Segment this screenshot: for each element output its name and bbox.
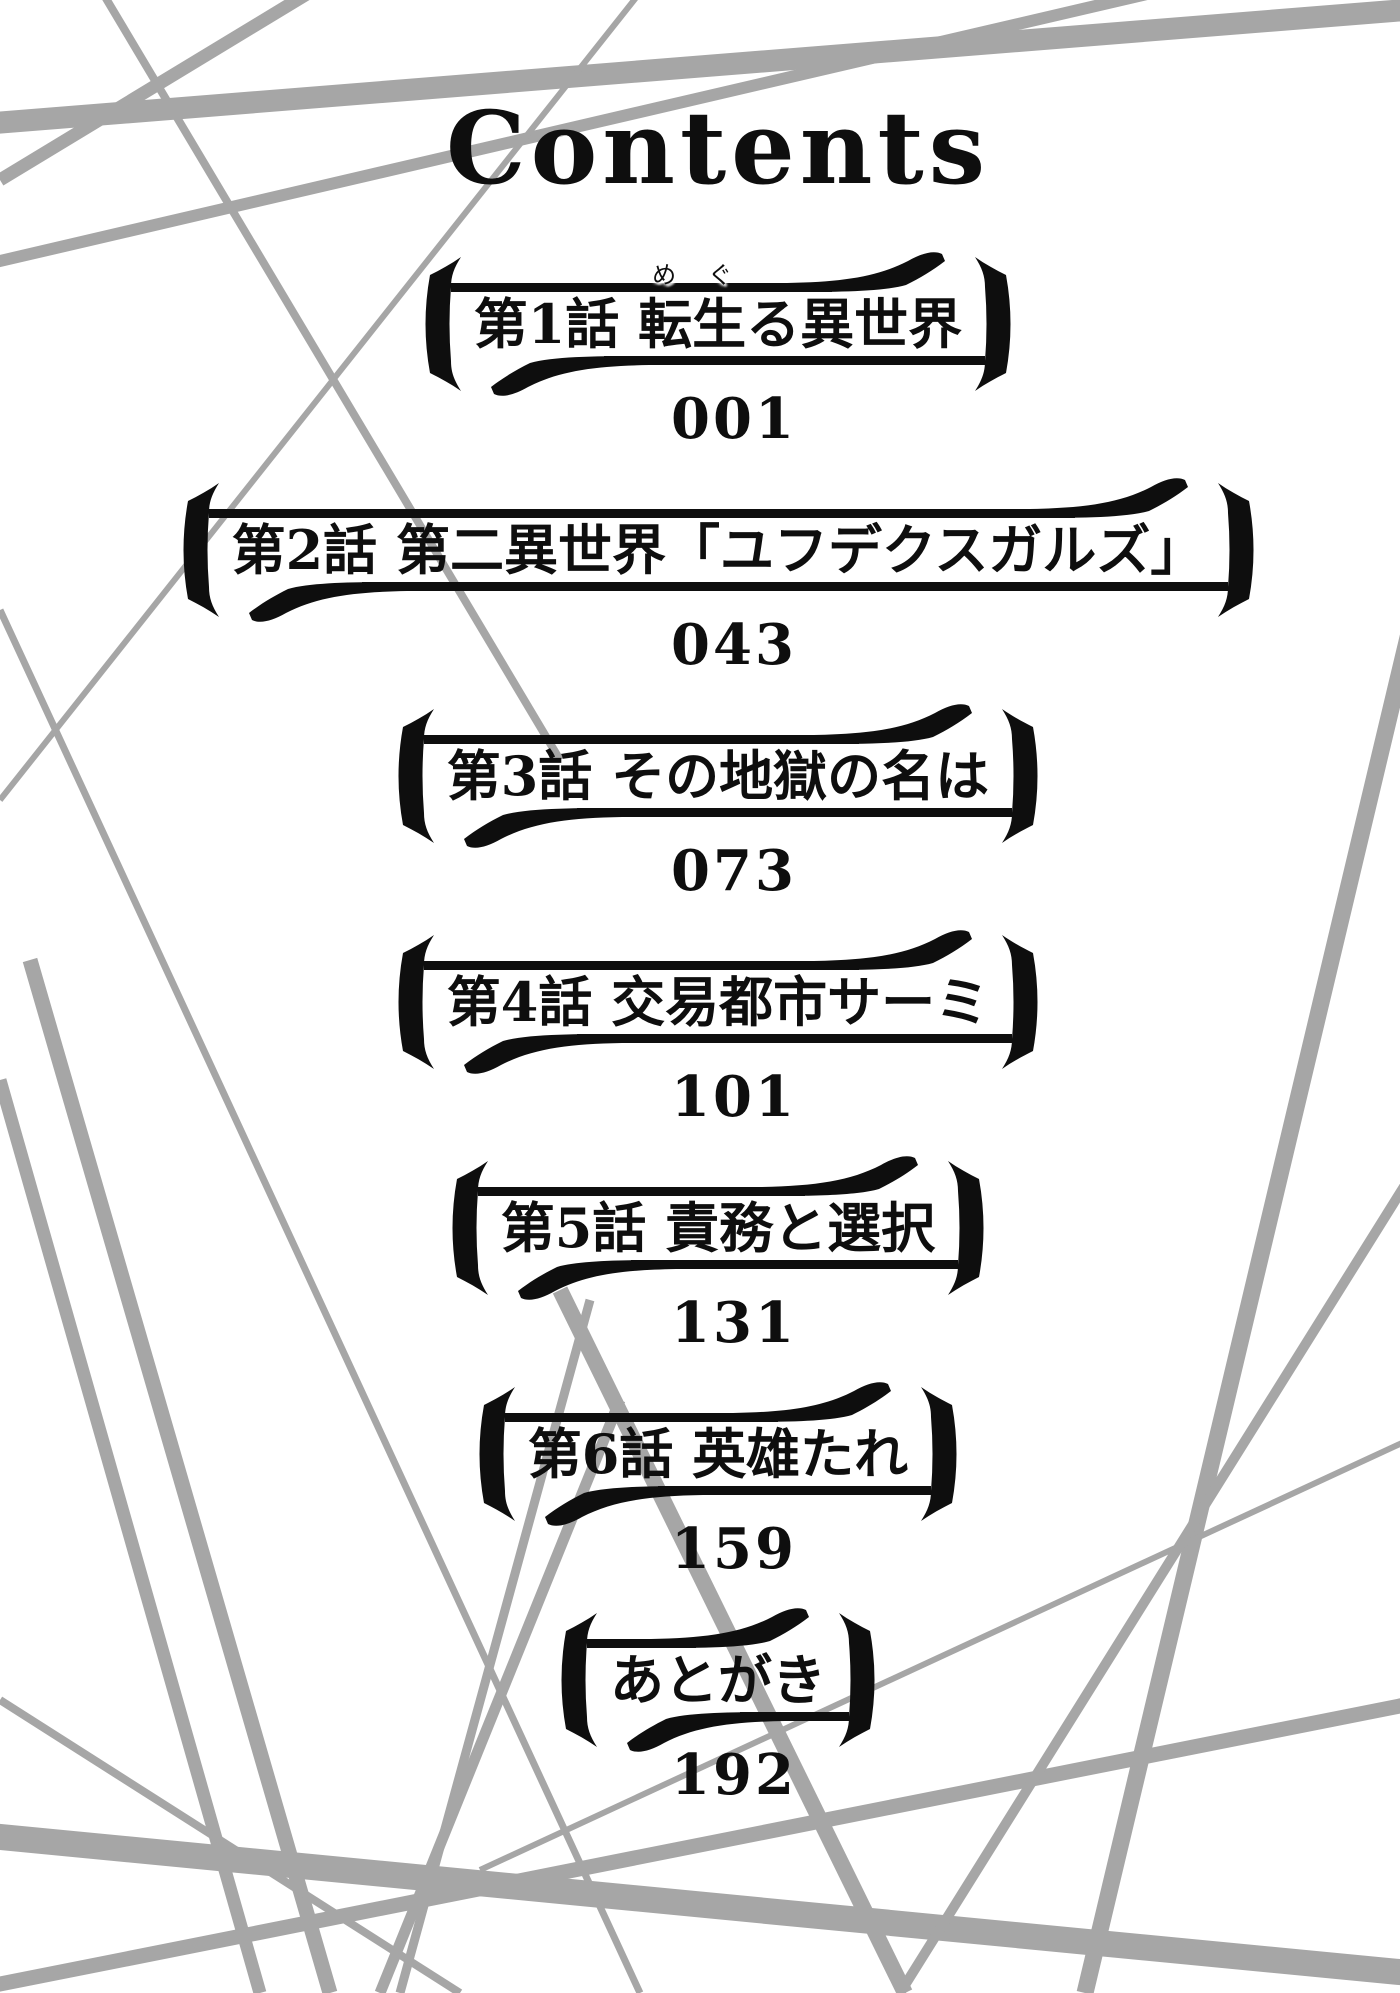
toc-list: 第1話 転生めぐる異世界 001 第2話 第二異世界「ユフデクスガルズ」 043… [182, 252, 1255, 1843]
top-bar-flourish [786, 252, 945, 292]
chapter-title: 第5話 責務と選択 [500, 1196, 936, 1260]
chapter-title-prefix: 第1話 [473, 292, 639, 356]
left-bracket-ornament [398, 935, 434, 1069]
left-bracket-ornament [452, 1161, 488, 1295]
chapter-frame[interactable]: 第6話 英雄たれ [478, 1382, 958, 1526]
toc-entry: 第3話 その地獄の名は 073 [397, 704, 1039, 904]
top-bar-flourish [759, 1156, 918, 1196]
bottom-bar-flourish [248, 582, 407, 622]
top-bar-flourish [1029, 478, 1188, 518]
top-bar-flourish [813, 704, 972, 744]
chapter-frame[interactable]: 第3話 その地獄の名は [397, 704, 1039, 848]
toc-entry: 第5話 責務と選択 131 [451, 1156, 985, 1356]
page-title: Contents [445, 89, 990, 207]
chapter-page-number: 043 [671, 612, 797, 678]
chapter-frame[interactable]: 第5話 責務と選択 [451, 1156, 985, 1300]
left-bracket-ornament [398, 709, 434, 843]
top-bar-flourish [650, 1608, 809, 1648]
toc-entry: 第1話 転生めぐる異世界 001 [424, 252, 1012, 452]
right-bracket-ornament [920, 1387, 957, 1521]
right-bracket-ornament [1217, 483, 1254, 617]
right-bracket-ornament [947, 1161, 984, 1295]
top-bar-flourish [732, 1382, 891, 1422]
chapter-frame[interactable]: 第2話 第二異世界「ユフデクスガルズ」 [182, 478, 1255, 622]
chapter-page-number: 101 [671, 1064, 797, 1130]
chapter-page-number: 192 [671, 1742, 797, 1808]
ruby-base: 転生めぐ [638, 261, 765, 356]
toc-entry: 第2話 第二異世界「ユフデクスガルズ」 043 [182, 478, 1255, 678]
left-bracket-ornament [183, 483, 219, 617]
chapter-page-number: 001 [671, 386, 797, 452]
left-bracket-ornament [479, 1387, 515, 1521]
chapter-page-number: 159 [671, 1516, 797, 1582]
right-bracket-ornament [1001, 935, 1038, 1069]
bottom-bar-flourish [463, 808, 622, 848]
toc-entry: 第4話 交易都市サーミ 101 [397, 930, 1039, 1130]
left-bracket-ornament [425, 257, 461, 391]
chapter-title: 第1話 転生めぐる異世界 [473, 261, 963, 356]
chapter-title: 第4話 交易都市サーミ [446, 970, 990, 1034]
chapter-frame[interactable]: あとがき [560, 1608, 876, 1752]
right-bracket-ornament [1001, 709, 1038, 843]
chapter-page-number: 131 [671, 1290, 797, 1356]
bottom-bar-flourish [517, 1260, 676, 1300]
chapter-page-number: 073 [671, 838, 797, 904]
right-bracket-ornament [838, 1613, 875, 1747]
chapter-title: あとがき [609, 1648, 826, 1712]
chapter-title: 第2話 第二異世界「ユフデクスガルズ」 [231, 518, 1205, 582]
chapter-title: 第6話 英雄たれ [527, 1422, 909, 1486]
left-bracket-ornament [561, 1613, 597, 1747]
furigana: めぐ [652, 261, 765, 289]
chapter-frame[interactable]: 第1話 転生めぐる異世界 [424, 252, 1012, 396]
bottom-bar-flourish [463, 1034, 622, 1074]
right-bracket-ornament [974, 257, 1011, 391]
toc-entry: 第6話 英雄たれ 159 [478, 1382, 958, 1582]
chapter-title-suffix: る異世界 [746, 292, 963, 356]
bottom-bar-flourish [490, 356, 649, 396]
chapter-frame[interactable]: 第4話 交易都市サーミ [397, 930, 1039, 1074]
toc-content: Contents 第1話 転生めぐる異世界 001 第2話 第二異世界「ユフデク… [18, 0, 1400, 1993]
top-bar-flourish [813, 930, 972, 970]
chapter-title: 第3話 その地獄の名は [446, 744, 990, 808]
toc-entry: あとがき 192 [560, 1608, 876, 1808]
